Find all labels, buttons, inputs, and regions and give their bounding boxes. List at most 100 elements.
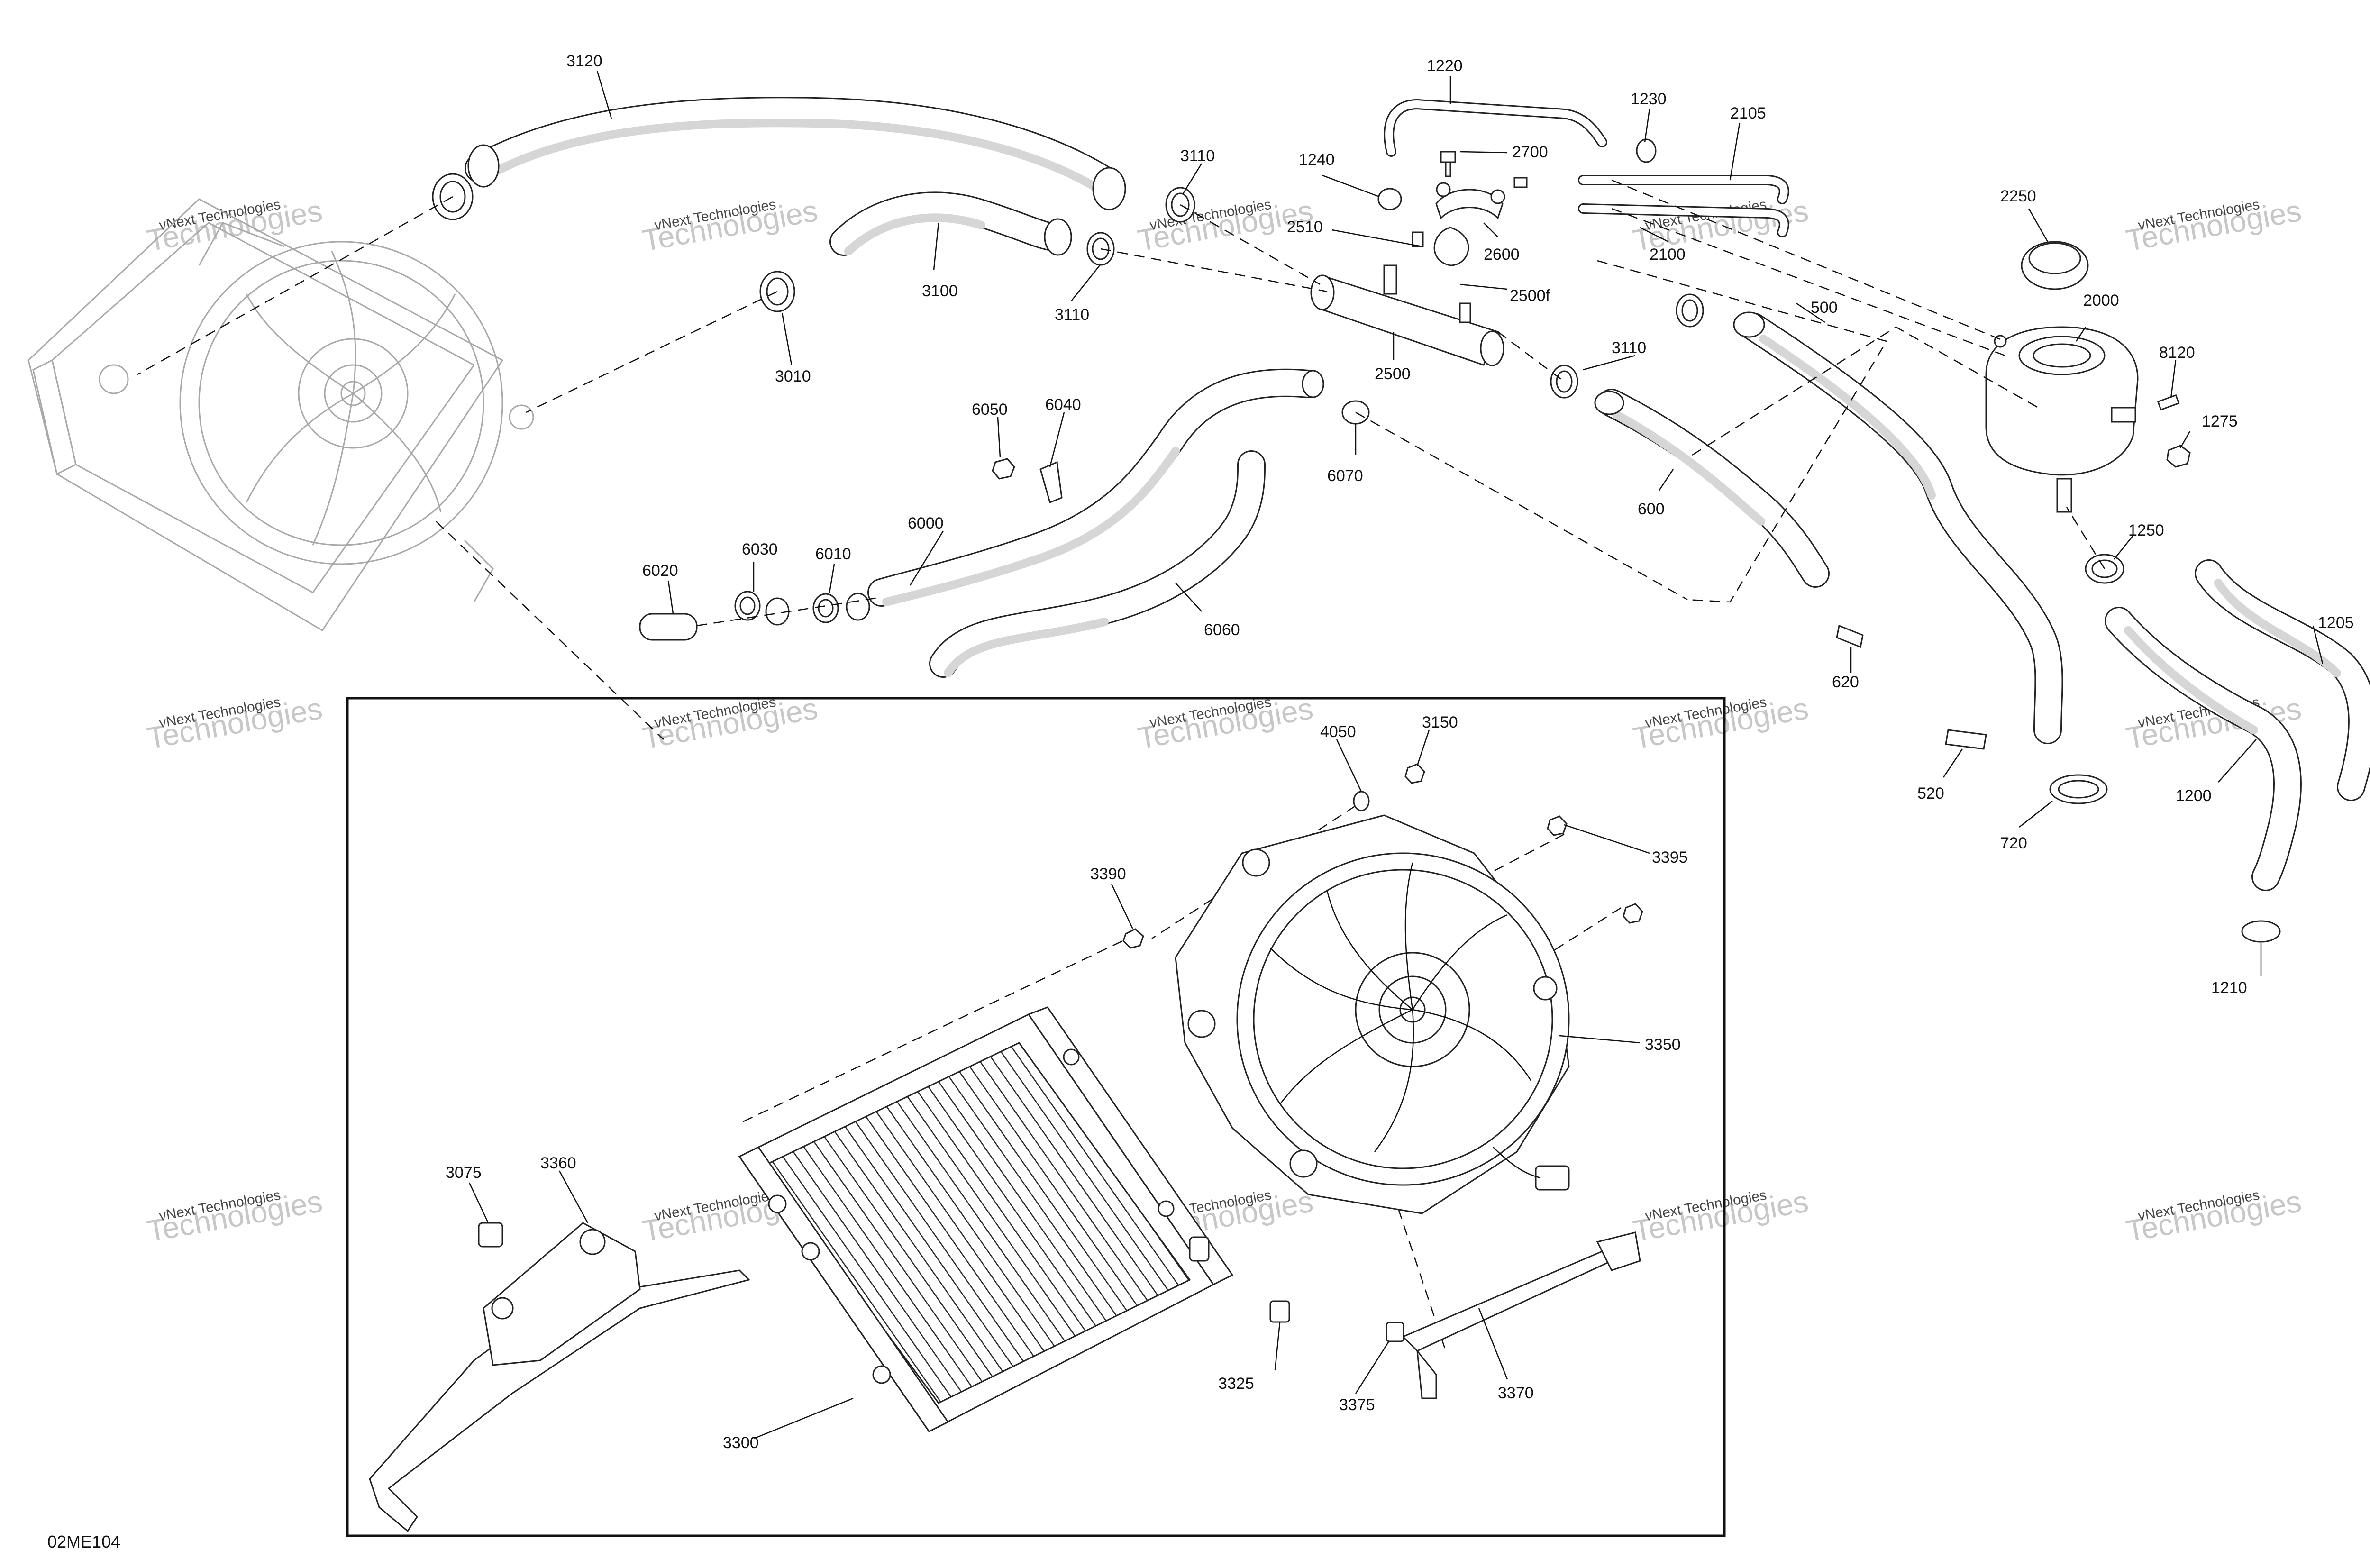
part-label-3390: 3390 — [1090, 865, 1126, 883]
part-label-1200: 1200 — [2176, 787, 2212, 805]
part-label-1205: 1205 — [2318, 614, 2354, 632]
hose-600 — [1594, 389, 1830, 588]
part-label-2250: 2250 — [2000, 187, 2036, 205]
bracket-3360 — [369, 1222, 750, 1532]
watermark: Technologies vNext Technologies — [1631, 1184, 1811, 1249]
nut-1275 — [2166, 445, 2191, 468]
part-label-3350: 3350 — [1645, 1036, 1681, 1054]
part-label-3110-c: 3110 — [1612, 339, 1646, 357]
fitting-6020 — [639, 613, 698, 641]
part-label-6030: 6030 — [742, 540, 778, 558]
bolt-3395 — [1547, 815, 1643, 924]
hose-6060 — [929, 450, 1266, 678]
part-label-6040: 6040 — [1045, 396, 1081, 414]
hose-1205 — [2195, 559, 2370, 801]
fan-assembly-3350 — [1175, 814, 1570, 1214]
part-label-2500: 2500 — [1375, 365, 1411, 383]
hose-3120 — [465, 97, 1126, 210]
part-label-1220: 1220 — [1427, 57, 1463, 75]
bolt-3150 — [1404, 763, 1425, 784]
part-label-1210: 1210 — [2211, 979, 2247, 997]
part-label-2100: 2100 — [1650, 246, 1686, 264]
inset-frame — [346, 697, 1726, 1537]
part-label-720: 720 — [2000, 834, 2027, 852]
part-label-1250: 1250 — [2128, 521, 2164, 539]
part-label-6020: 6020 — [642, 562, 678, 580]
clamp-6030 — [734, 591, 790, 626]
part-label-6070: 6070 — [1327, 467, 1363, 485]
part-label-2105: 2105 — [1730, 104, 1766, 122]
part-label-3360: 3360 — [540, 1154, 576, 1172]
part-label-2000: 2000 — [2083, 292, 2119, 310]
clamp-620 — [1836, 624, 1864, 648]
nut-6050 — [992, 458, 1015, 480]
bolt-2700 — [1440, 151, 1528, 188]
cap-2250 — [2021, 241, 2089, 290]
part-label-6000: 6000 — [908, 514, 944, 532]
part-label-3150: 3150 — [1422, 713, 1458, 731]
part-label-6060: 6060 — [1204, 621, 1240, 639]
tube-2105 — [1578, 175, 1789, 237]
expansion-tank-2000 — [1985, 326, 2139, 513]
ghost-radiator-assembly — [27, 198, 534, 632]
part-label-3110-b: 3110 — [1055, 306, 1089, 324]
watermark: Technologies vNext Technologies — [640, 193, 820, 258]
bolt-8120 — [2157, 394, 2180, 411]
clamp-720 — [2049, 774, 2108, 804]
part-label-4050: 4050 — [1320, 723, 1356, 741]
clamp-520 — [1945, 729, 1987, 750]
part-label-3370: 3370 — [1498, 1384, 1534, 1402]
part-label-3325: 3325 — [1218, 1375, 1254, 1393]
watermark: Technologies vNext Technologies — [145, 1184, 325, 1249]
part-label-1230: 1230 — [1631, 90, 1667, 108]
bracket-3370 — [1402, 1231, 1641, 1399]
nut-3390 — [1122, 928, 1144, 949]
leader-lines — [468, 71, 2324, 1440]
clamp-3110-d — [1550, 365, 1578, 399]
tube-1220 — [1384, 99, 1607, 157]
part-label-2510: 2510 — [1287, 218, 1323, 236]
watermark: Technologies vNext Technologies — [145, 691, 325, 756]
clamp-6040 — [1039, 461, 1063, 504]
part-label-1275: 1275 — [2202, 412, 2238, 430]
fan-blades — [1270, 862, 1532, 1152]
fitting-2510 — [1412, 227, 1469, 266]
part-label-3075: 3075 — [446, 1164, 482, 1182]
clamp-3110-c — [1676, 293, 1704, 328]
part-label-3395: 3395 — [1652, 848, 1688, 866]
part-label-600: 600 — [1638, 500, 1665, 518]
part-label-520: 520 — [1917, 784, 1944, 802]
hose-500 — [1733, 311, 2063, 744]
hose-6000 — [867, 368, 1324, 607]
drawing-code: 02ME104 — [47, 1532, 120, 1551]
clip-3325 — [1269, 1300, 1290, 1323]
part-label-8120: 8120 — [2159, 344, 2195, 362]
bracket-2600 — [1435, 182, 1505, 219]
pipe-2500 — [1310, 264, 1504, 366]
part-label-6050: 6050 — [972, 401, 1008, 419]
part-label-2700: 2700 — [1512, 143, 1548, 161]
clip-3075 — [478, 1222, 503, 1248]
watermark: Technologies vNext Technologies — [2124, 193, 2304, 258]
part-label-3300: 3300 — [723, 1434, 759, 1452]
clip-3375 — [1386, 1322, 1404, 1342]
part-label-620: 620 — [1832, 673, 1859, 691]
part-label-500: 500 — [1811, 299, 1838, 317]
watermark: Technologies vNext Technologies — [2124, 1184, 2304, 1249]
part-label-3110-a: 3110 — [1180, 147, 1215, 165]
part-label-6010: 6010 — [815, 545, 851, 563]
hose-1200 — [2105, 607, 2302, 891]
radiator-3300 — [738, 1006, 1234, 1432]
hose-3100 — [830, 191, 1072, 256]
part-labels: 3120 1220 1230 2105 2700 1240 3110 2510 … — [446, 52, 2354, 1452]
clamp-6010 — [812, 593, 870, 623]
part-label-3120: 3120 — [566, 52, 602, 70]
washer-4050 — [1353, 791, 1370, 811]
part-label-2500f: 2500f — [1510, 287, 1550, 305]
part-label-1240: 1240 — [1299, 151, 1335, 169]
clamp-1210 — [2241, 920, 2281, 943]
clamp-1240 — [1377, 188, 1402, 210]
part-label-3375: 3375 — [1339, 1396, 1375, 1414]
part-label-3010: 3010 — [775, 367, 811, 385]
